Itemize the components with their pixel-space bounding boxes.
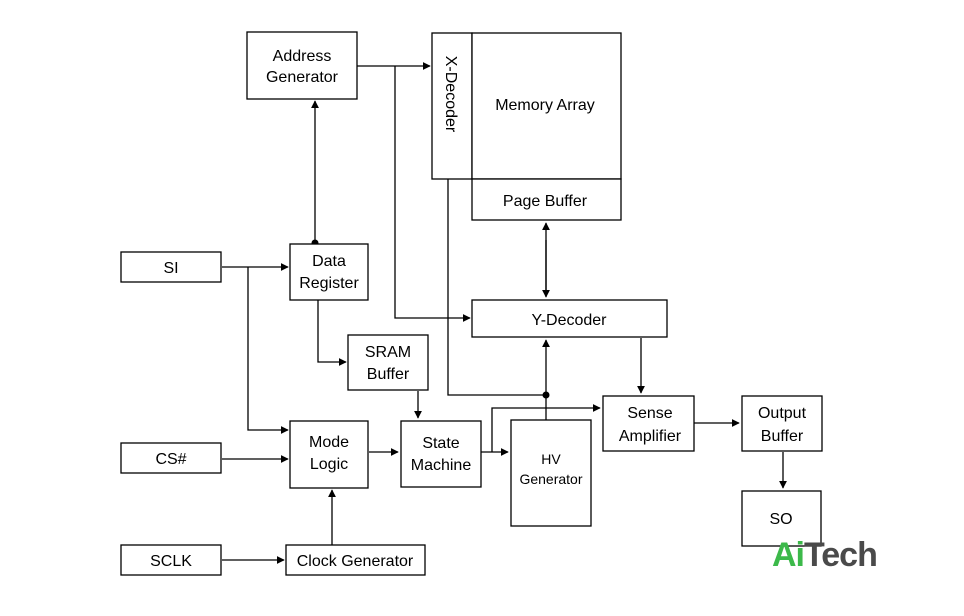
si-block: SI <box>120 251 222 283</box>
output-buffer-label-2: Buffer <box>761 428 804 445</box>
address-generator-label-2: Generator <box>266 69 339 86</box>
output-buffer-block: Output Buffer <box>741 395 823 452</box>
aitech-watermark-logo: AiTech <box>772 536 878 575</box>
so-block: SO <box>741 490 822 547</box>
mode-logic-block: Mode Logic <box>289 420 369 489</box>
x-decoder-block: X-Decoder <box>431 32 473 180</box>
memory-array-label: Memory Array <box>495 97 595 114</box>
clock-generator-label: Clock Generator <box>297 553 414 570</box>
cs-label: CS# <box>155 451 186 468</box>
clock-generator-block: Clock Generator <box>285 544 426 576</box>
state-machine-label-1: State <box>422 435 459 452</box>
si-label: SI <box>163 260 178 277</box>
page-buffer-block: Page Buffer <box>471 178 622 221</box>
state-machine-block: State Machine <box>400 420 482 488</box>
hv-generator-label-1: HV <box>541 451 561 467</box>
junction-hv-ydecoder <box>542 391 550 399</box>
hv-generator-label-2: Generator <box>519 471 582 487</box>
data-register-label-2: Register <box>299 275 359 292</box>
wire-addrgen-to-ydecoder <box>394 66 471 322</box>
cs-block: CS# <box>120 442 222 474</box>
y-decoder-label: Y-Decoder <box>531 312 607 329</box>
connectors <box>222 62 787 564</box>
sram-buffer-label-2: Buffer <box>367 366 410 383</box>
watermark-part-ai: Ai <box>772 536 805 574</box>
sense-amplifier-label-1: Sense <box>627 405 672 422</box>
wire-xdecoder-to-senseamp-line <box>447 179 546 396</box>
data-register-label-1: Data <box>312 253 346 270</box>
watermark-part-tech: Tech <box>804 536 878 574</box>
page-buffer-label: Page Buffer <box>503 193 588 210</box>
wire-datareg-to-sram <box>317 300 347 366</box>
mode-logic-label-1: Mode <box>309 434 349 451</box>
wire-statemachine-to-senseamp <box>491 404 601 452</box>
x-decoder-label: X-Decoder <box>442 56 459 133</box>
sram-buffer-block: SRAM Buffer <box>347 334 429 391</box>
state-machine-label-2: Machine <box>411 457 472 474</box>
sclk-block: SCLK <box>120 544 222 576</box>
address-generator-label-1: Address <box>273 48 332 65</box>
sense-amplifier-label-2: Amplifier <box>619 428 682 445</box>
data-register-block: Data Register <box>289 243 369 301</box>
address-generator-block: Address Generator <box>246 31 358 100</box>
so-label: SO <box>769 511 792 528</box>
mode-logic-label-2: Logic <box>310 456 348 473</box>
sclk-label: SCLK <box>150 553 192 570</box>
sram-buffer-label-1: SRAM <box>365 344 411 361</box>
memory-array-block: Memory Array <box>471 32 622 180</box>
y-decoder-block: Y-Decoder <box>471 299 668 338</box>
wire-si-to-modelogic <box>247 267 289 434</box>
sense-amplifier-block: Sense Amplifier <box>602 395 695 452</box>
output-buffer-label-1: Output <box>758 405 807 422</box>
hv-generator-block: HV Generator <box>510 419 592 527</box>
